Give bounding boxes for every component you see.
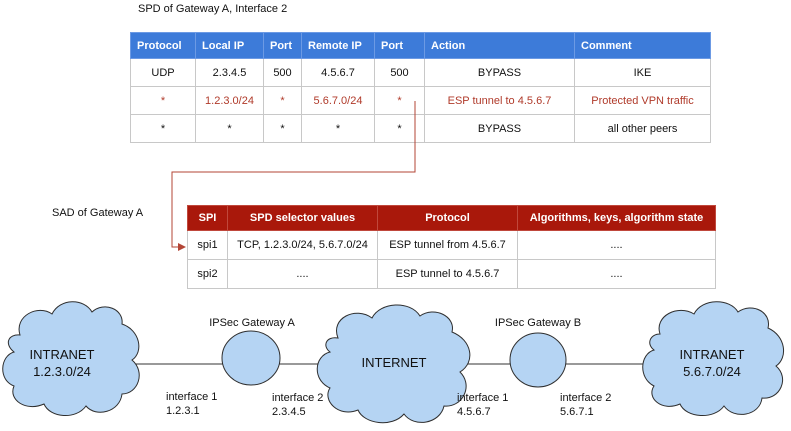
spd-cell: *: [130, 114, 196, 143]
sad-header-selector: SPD selector values: [227, 205, 378, 231]
intranet-left-cloud: [2, 301, 140, 416]
interface-a2-name: interface 2: [272, 392, 323, 404]
spd-cell: 500: [263, 58, 302, 87]
spd-header-remote-ip: Remote IP: [301, 32, 375, 59]
sad-header-algorithms: Algorithms, keys, algorithm state: [517, 205, 716, 231]
spd-header-local-port: Port: [263, 32, 302, 59]
spd-cell: IKE: [574, 58, 711, 87]
spd-cell: *: [130, 86, 196, 115]
intranet-right-label: INTRANET: [680, 347, 745, 362]
spd-row-vpn: * 1.2.3.0/24 * 5.6.7.0/24 * ESP tunnel t…: [130, 86, 711, 115]
spd-cell: *: [195, 114, 264, 143]
internet-cloud: [316, 304, 471, 424]
spd-header-comment: Comment: [574, 32, 711, 59]
spd-header-row: Protocol Local IP Port Remote IP Port Ac…: [130, 32, 711, 59]
interface-b1-ip: 4.5.6.7: [457, 406, 491, 418]
spd-to-sad-link-arrow: [171, 101, 416, 251]
gateway-b-node: [509, 332, 567, 388]
sad-header-row: SPI SPD selector values Protocol Algorit…: [187, 205, 716, 231]
intranet-right-cloud: [642, 301, 784, 416]
spd-header-local-ip: Local IP: [195, 32, 264, 59]
intranet-right-subnet: 5.6.7.0/24: [683, 364, 741, 379]
sad-cell: ....: [227, 259, 378, 289]
interface-b2-name: interface 2: [560, 392, 611, 404]
spd-cell: Protected VPN traffic: [574, 86, 711, 115]
sad-row-spi2: spi2 .... ESP tunnel to 4.5.6.7 ....: [187, 259, 716, 289]
gateway-a-node: [221, 330, 281, 386]
spd-cell: all other peers: [574, 114, 711, 143]
interface-b1-name: interface 1: [457, 392, 508, 404]
internet-label: INTERNET: [362, 355, 427, 370]
spd-header-remote-port: Port: [374, 32, 425, 59]
sad-cell: ESP tunnel to 4.5.6.7: [377, 259, 518, 289]
sad-cell: ....: [517, 230, 716, 260]
sad-table: SPI SPD selector values Protocol Algorit…: [187, 205, 716, 289]
intranet-left-subnet: 1.2.3.0/24: [33, 364, 91, 379]
interface-a2-ip: 2.3.4.5: [272, 406, 306, 418]
spd-caption: SPD of Gateway A, Interface 2: [138, 3, 288, 15]
interface-a1-ip: 1.2.3.1: [166, 405, 200, 417]
sad-header-protocol: Protocol: [377, 205, 518, 231]
sad-cell: ESP tunnel from 4.5.6.7: [377, 230, 518, 260]
interface-b2-ip: 5.6.7.1: [560, 406, 594, 418]
intranet-left-label: INTRANET: [30, 347, 95, 362]
interface-a1-name: interface 1: [166, 391, 217, 403]
spd-cell: *: [301, 114, 375, 143]
sad-cell: ....: [517, 259, 716, 289]
spd-table: Protocol Local IP Port Remote IP Port Ac…: [130, 32, 711, 143]
spd-cell-port-link-source: *: [374, 86, 425, 115]
spd-row-other: * * * * * BYPASS all other peers: [130, 114, 711, 143]
spd-cell: BYPASS: [424, 114, 575, 143]
spd-cell: ESP tunnel to 4.5.6.7: [424, 86, 575, 115]
spd-cell: *: [374, 114, 425, 143]
spd-cell: 500: [374, 58, 425, 87]
gateway-b-label: IPSec Gateway B: [495, 317, 581, 329]
sad-caption: SAD of Gateway A: [52, 207, 144, 219]
sad-cell: spi1: [187, 230, 228, 260]
gateway-a-label: IPSec Gateway A: [209, 317, 295, 329]
spd-cell: *: [263, 86, 302, 115]
